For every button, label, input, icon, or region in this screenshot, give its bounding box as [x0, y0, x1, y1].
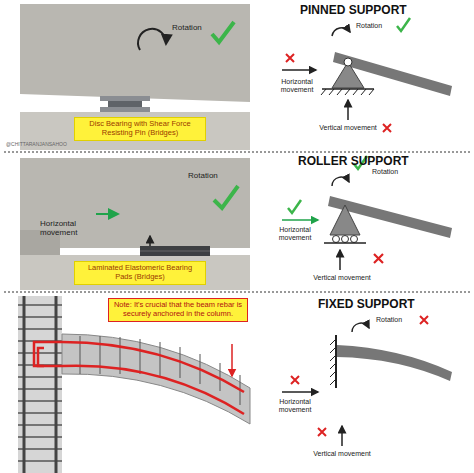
callout-text: Disc Bearing with Shear Force Resisting …: [79, 120, 201, 137]
callout-text: Note: It's crucial that the beam rebar i…: [113, 301, 243, 318]
fixed-rebar-illustration: [18, 296, 250, 473]
rotation-label: Rotation: [188, 172, 228, 181]
callout-box: Disc Bearing with Shear Force Resisting …: [74, 117, 206, 141]
rotation-label: Rotation: [356, 22, 394, 30]
separator: [4, 152, 470, 153]
section-title: ROLLER SUPPORT: [298, 155, 438, 168]
rotation-label: Rotation: [376, 316, 414, 324]
rotation-label: Rotation: [372, 168, 410, 176]
section-title: PINNED SUPPORT: [300, 4, 430, 17]
movement-label: Horizontal movement: [40, 220, 100, 238]
separator: [4, 292, 470, 293]
movement-label: Horizontal movement: [270, 226, 320, 241]
movement-label: Vertical movement: [312, 274, 372, 282]
movement-label: Horizontal movement: [270, 398, 320, 413]
movement-label: Vertical movement: [312, 450, 372, 458]
rotation-label: Rotation: [172, 24, 212, 33]
movement-label: Vertical movement: [318, 124, 378, 132]
callout-box: Laminated Elastomeric Bearing Pads (Brid…: [74, 261, 206, 285]
watermark: @CHITTARANJANSAHOO: [6, 142, 86, 148]
pinned-symbol: [282, 18, 452, 132]
movement-label: Horizontal movement: [272, 78, 322, 93]
roller-symbol: [282, 156, 452, 270]
callout-text: Laminated Elastomeric Bearing Pads (Brid…: [79, 264, 201, 281]
note-box: Note: It's crucial that the beam rebar i…: [108, 298, 248, 322]
fixed-symbol: [282, 316, 452, 446]
roller-photo: [20, 158, 250, 290]
section-title: FIXED SUPPORT: [318, 298, 438, 311]
pinned-photo: [20, 4, 250, 150]
